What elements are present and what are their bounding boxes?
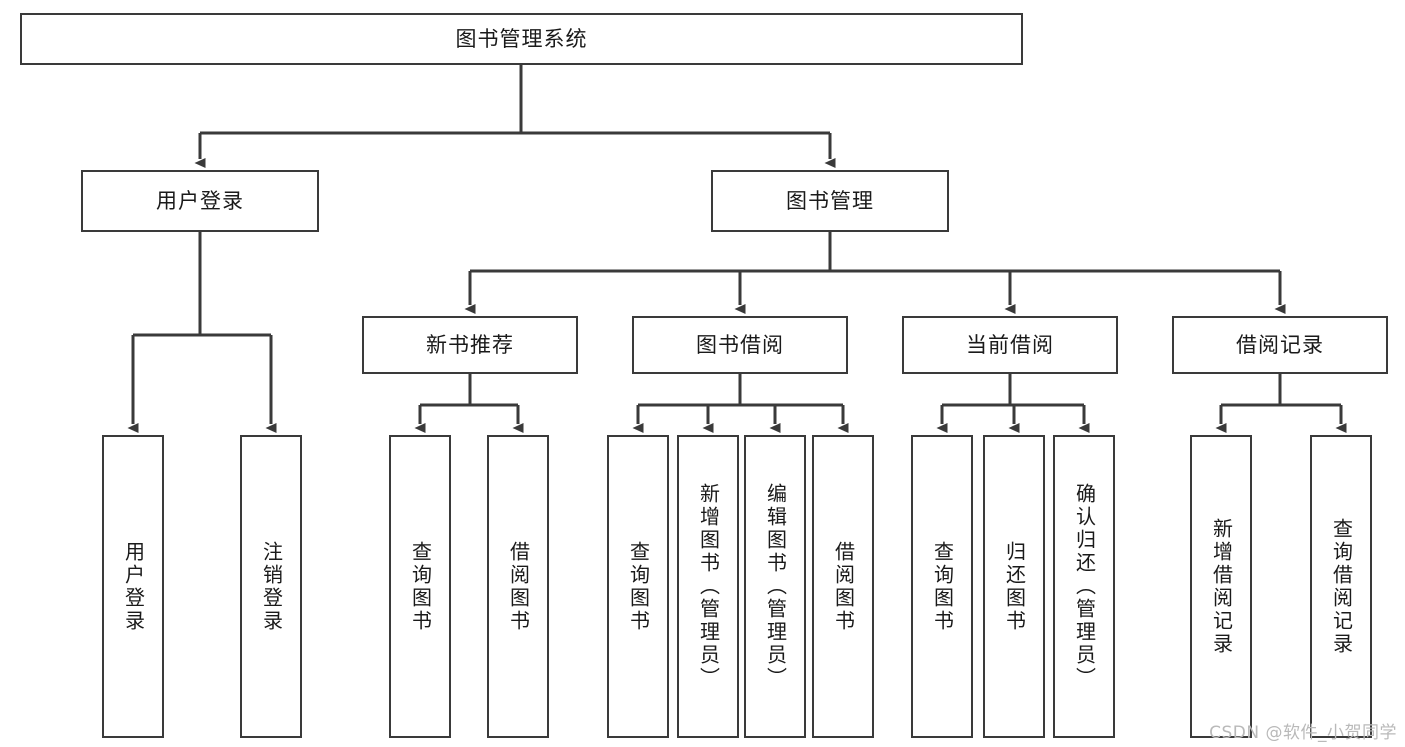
node-user-login-label: 用户登录: [156, 188, 244, 213]
node-root-label: 图书管理系统: [455, 26, 588, 51]
leaf-query-book-rec-label: 查询图书: [408, 540, 433, 633]
node-borrow-record-label: 借阅记录: [1236, 332, 1324, 357]
leaf-query-book-current[interactable]: 查询图书: [911, 435, 973, 738]
leaf-add-borrow-record-label: 新增借阅记录: [1209, 517, 1234, 656]
leaf-user-login[interactable]: 用户登录: [102, 435, 164, 738]
leaf-return-book[interactable]: 归还图书: [983, 435, 1045, 738]
leaf-borrow-book-rec[interactable]: 借阅图书: [487, 435, 549, 738]
node-book-borrow-label: 图书借阅: [696, 332, 784, 357]
leaf-query-borrow-record[interactable]: 查询借阅记录: [1310, 435, 1372, 738]
node-current-borrow[interactable]: 当前借阅: [902, 316, 1118, 374]
leaf-edit-book-admin-label: 编辑图书（管理员）: [763, 483, 788, 690]
leaf-borrow-book[interactable]: 借阅图书: [812, 435, 874, 738]
leaf-query-book-rec[interactable]: 查询图书: [389, 435, 451, 738]
node-book-borrow[interactable]: 图书借阅: [632, 316, 848, 374]
leaf-query-book-current-label: 查询图书: [930, 540, 955, 633]
node-borrow-record[interactable]: 借阅记录: [1172, 316, 1388, 374]
node-user-login[interactable]: 用户登录: [81, 170, 319, 232]
leaf-user-login-label: 用户登录: [121, 540, 146, 633]
node-new-book-recommendation-label: 新书推荐: [426, 332, 514, 357]
leaf-add-book-admin[interactable]: 新增图书（管理员）: [677, 435, 739, 738]
leaf-query-book-label: 查询图书: [626, 540, 651, 633]
leaf-borrow-book-label: 借阅图书: [831, 540, 856, 633]
node-root[interactable]: 图书管理系统: [20, 13, 1023, 65]
csdn-watermark: CSDN @软件_小贺同学: [1209, 723, 1397, 743]
node-book-management[interactable]: 图书管理: [711, 170, 949, 232]
leaf-query-borrow-record-label: 查询借阅记录: [1329, 517, 1354, 656]
leaf-add-borrow-record[interactable]: 新增借阅记录: [1190, 435, 1252, 738]
leaf-confirm-return-admin[interactable]: 确认归还（管理员）: [1053, 435, 1115, 738]
node-new-book-recommendation[interactable]: 新书推荐: [362, 316, 578, 374]
leaf-add-book-admin-label: 新增图书（管理员）: [696, 483, 721, 690]
leaf-borrow-book-rec-label: 借阅图书: [506, 540, 531, 633]
node-current-borrow-label: 当前借阅: [966, 332, 1054, 357]
leaf-return-book-label: 归还图书: [1002, 540, 1027, 633]
node-book-management-label: 图书管理: [786, 188, 874, 213]
leaf-query-book[interactable]: 查询图书: [607, 435, 669, 738]
leaf-edit-book-admin[interactable]: 编辑图书（管理员）: [744, 435, 806, 738]
leaf-logout[interactable]: 注销登录: [240, 435, 302, 738]
leaf-confirm-return-admin-label: 确认归还（管理员）: [1072, 483, 1097, 690]
leaf-logout-label: 注销登录: [259, 540, 284, 633]
